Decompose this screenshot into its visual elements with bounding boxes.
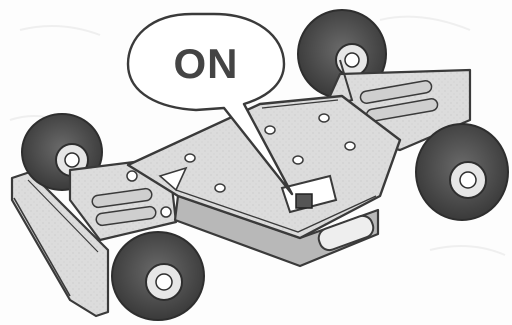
switch-knob-icon	[296, 194, 312, 208]
callout-text: ON	[174, 40, 239, 87]
rear-left-lower-wheel	[112, 232, 204, 320]
front-right-lower-wheel	[416, 124, 508, 220]
